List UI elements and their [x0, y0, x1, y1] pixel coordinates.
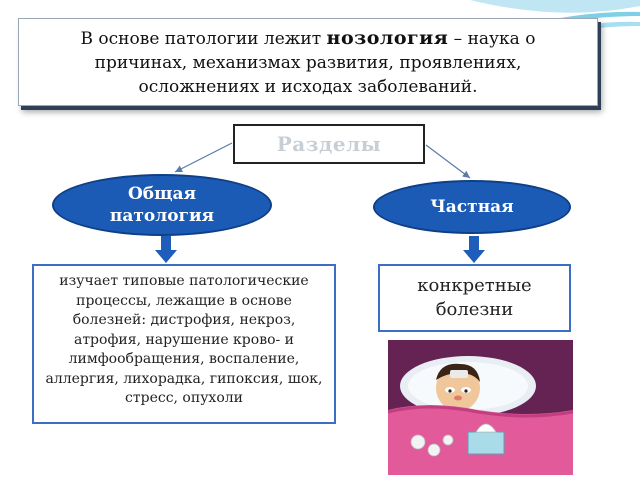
down-arrow-icon	[463, 236, 485, 263]
down-arrow-icon	[155, 236, 177, 263]
general-pathology-oval: Общая патология	[52, 174, 272, 236]
connector-right	[425, 144, 471, 179]
general-pathology-title: Общая патология	[109, 184, 215, 226]
definition-term: нозология	[326, 26, 449, 49]
private-pathology-description: конкретные болезни	[378, 264, 571, 332]
definition-box: В основе патологии лежит нозология – нау…	[18, 18, 598, 106]
private-pathology-oval: Частная	[373, 180, 571, 234]
definition-text: В основе патологии лежит нозология – нау…	[80, 26, 536, 97]
sections-label: Разделы	[233, 124, 425, 164]
private-pathology-title: Частная	[430, 197, 514, 217]
sick-person-illustration	[388, 340, 573, 475]
connector-left	[174, 142, 233, 173]
general-pathology-description: изучает типовые патологические процессы,…	[32, 264, 336, 424]
